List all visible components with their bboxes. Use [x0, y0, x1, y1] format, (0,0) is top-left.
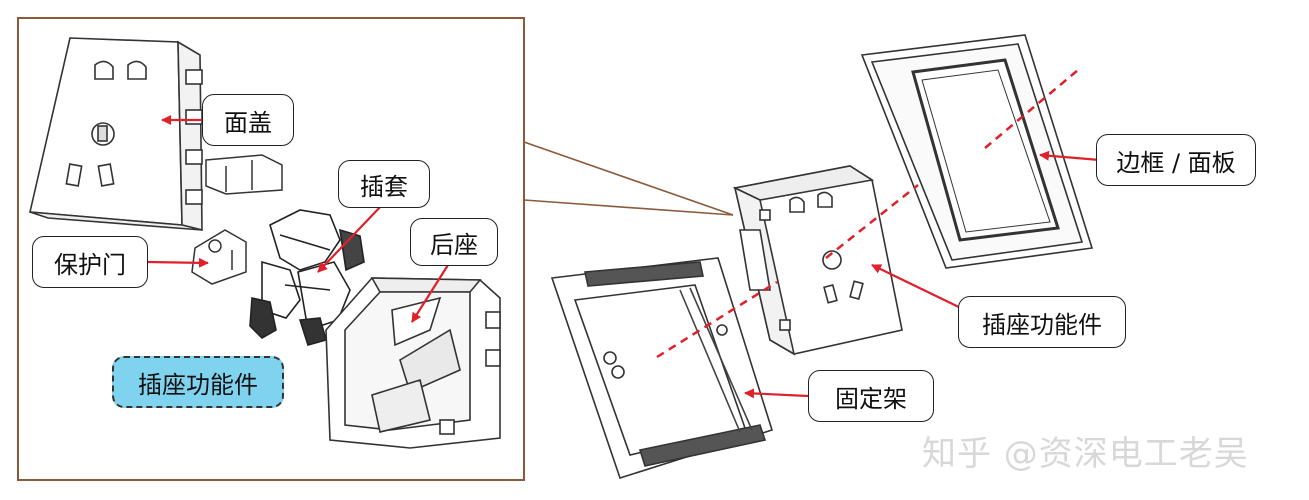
zoom-line-bottom [523, 199, 734, 216]
panel-frame-drawing [860, 34, 1094, 269]
callout-gu-ding-jia: 固定架 [808, 370, 934, 422]
arrow-hou-zuo [411, 264, 449, 323]
watermark: 知乎 @资深电工老吴 [922, 434, 1249, 474]
assembly-axis-2 [825, 184, 919, 259]
callout-hou-zuo: 后座 [410, 218, 498, 266]
callout-bao-hu-men: 保护门 [32, 236, 148, 288]
callout-function-part-left: 插座功能件 [112, 356, 284, 408]
callout-function-part-right: 插座功能件 [958, 296, 1126, 348]
zoom-line-top [523, 141, 734, 216]
callout-mian-gai: 面盖 [202, 94, 294, 146]
arrow-function-right [871, 264, 966, 311]
arrow-gu-ding-jia [744, 388, 809, 399]
assembly-axis-1 [984, 69, 1079, 149]
face-cover-drawing [29, 37, 203, 232]
clip-drawing [205, 154, 283, 195]
socket-module-drawing [732, 165, 903, 356]
plug-sleeve-drawing [249, 209, 365, 346]
arrow-cha-tao [317, 204, 383, 273]
callout-cha-tao: 插套 [338, 160, 430, 208]
callout-bian-kuang: 边框 / 面板 [1096, 134, 1256, 186]
rear-base-drawing [325, 277, 501, 449]
fixing-frame-drawing [550, 257, 774, 479]
arrow-bao-hu-men [147, 257, 209, 268]
detail-frame [17, 17, 525, 481]
arrow-bian-kuang [1039, 150, 1101, 162]
assembly-axis-3 [656, 280, 778, 359]
protection-door-drawing [191, 229, 247, 285]
